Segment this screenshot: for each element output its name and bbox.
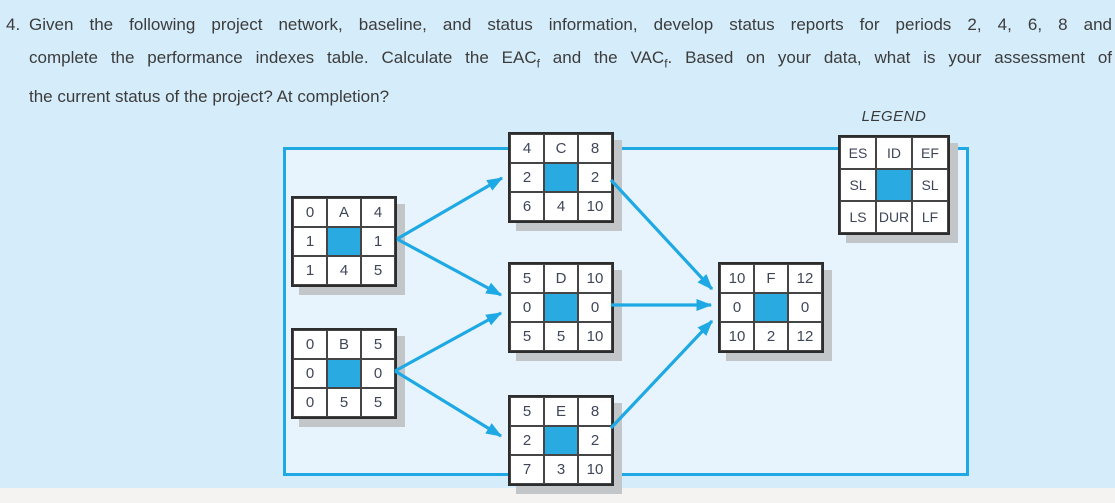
node-cell-ls: 6 <box>510 192 544 221</box>
node-cell-sl: 0 <box>510 293 544 322</box>
node-cell-lf: 12 <box>788 322 822 351</box>
node-cell-es: 0 <box>293 330 327 359</box>
subscript-f: f <box>664 56 668 71</box>
activity-node-D: 5 D 10 0 0 5 5 10 <box>508 262 614 353</box>
node-cell-center <box>544 163 578 192</box>
question-line-2: complete the performance indexes table. … <box>29 48 1112 71</box>
node-cell-sl: 0 <box>788 293 822 322</box>
node-cell-lf: 5 <box>361 256 395 285</box>
node-cell-ls: 5 <box>510 322 544 351</box>
page-bottom-strip <box>0 488 1115 503</box>
legend-cell-lf: LF <box>912 201 948 233</box>
node-cell-ls: 1 <box>293 256 327 285</box>
node-cell-sl: 0 <box>293 359 327 388</box>
node-cell-id: E <box>544 397 578 426</box>
node-cell-ef: 4 <box>361 198 395 227</box>
node-cell-ef: 5 <box>361 330 395 359</box>
node-cell-sl: 2 <box>510 426 544 455</box>
node-cell-es: 4 <box>510 134 544 163</box>
node-cell-lf: 5 <box>361 388 395 417</box>
node-cell-lf: 10 <box>578 455 612 484</box>
node-cell-id: B <box>327 330 361 359</box>
node-cell-lf: 10 <box>578 322 612 351</box>
node-cell-sl: 2 <box>578 426 612 455</box>
node-cell-id: F <box>754 264 788 293</box>
node-cell-dur: 2 <box>754 322 788 351</box>
node-cell-sl: 2 <box>510 163 544 192</box>
node-cell-ls: 10 <box>720 322 754 351</box>
node-cell-id: C <box>544 134 578 163</box>
question-number: 4. <box>6 15 21 34</box>
legend-cell-sl: SL <box>912 169 948 201</box>
node-cell-sl: 0 <box>361 359 395 388</box>
node-cell-dur: 3 <box>544 455 578 484</box>
question-line-3: the current status of the project? At co… <box>29 87 390 107</box>
subscript-f: f <box>536 56 540 71</box>
activity-node-A: 0 A 4 1 1 1 4 5 <box>291 196 397 287</box>
legend-title: LEGEND <box>861 108 927 125</box>
legend-cell-ls: LS <box>840 201 876 233</box>
node-cell-id: A <box>327 198 361 227</box>
node-cell-ef: 12 <box>788 264 822 293</box>
activity-node-C: 4 C 8 2 2 6 4 10 <box>508 132 614 223</box>
legend-cell-dur: DUR <box>876 201 912 233</box>
node-cell-center <box>327 227 361 256</box>
node-cell-dur: 5 <box>327 388 361 417</box>
node-cell-ef: 8 <box>578 134 612 163</box>
node-cell-sl: 1 <box>293 227 327 256</box>
activity-node-E: 5 E 8 2 2 7 3 10 <box>508 395 614 486</box>
legend-cell-ef: EF <box>912 137 948 169</box>
legend-grid: ES ID EF SL SL LS DUR LF <box>838 135 950 235</box>
node-cell-center <box>327 359 361 388</box>
activity-node-F: 10 F 12 0 0 10 2 12 <box>718 262 824 353</box>
node-cell-es: 5 <box>510 397 544 426</box>
node-cell-ls: 7 <box>510 455 544 484</box>
node-cell-ef: 8 <box>578 397 612 426</box>
legend-cell-center <box>876 169 912 201</box>
legend-cell-es: ES <box>840 137 876 169</box>
question-text: 4. Given the following project network, … <box>6 8 1112 113</box>
node-cell-sl: 0 <box>578 293 612 322</box>
legend-cell-sl: SL <box>840 169 876 201</box>
node-cell-sl: 0 <box>720 293 754 322</box>
legend-cell-id: ID <box>876 137 912 169</box>
node-cell-es: 10 <box>720 264 754 293</box>
node-cell-ef: 10 <box>578 264 612 293</box>
node-cell-center <box>544 293 578 322</box>
question-body: Given the following project network, bas… <box>29 8 1112 113</box>
node-cell-sl: 2 <box>578 163 612 192</box>
node-cell-dur: 5 <box>544 322 578 351</box>
node-cell-dur: 4 <box>327 256 361 285</box>
activity-node-B: 0 B 5 0 0 0 5 5 <box>291 328 397 419</box>
node-cell-dur: 4 <box>544 192 578 221</box>
node-cell-center <box>754 293 788 322</box>
node-cell-es: 5 <box>510 264 544 293</box>
node-cell-sl: 1 <box>361 227 395 256</box>
question-line-1: Given the following project network, bas… <box>29 15 1112 34</box>
node-cell-center <box>544 426 578 455</box>
node-cell-id: D <box>544 264 578 293</box>
node-cell-ls: 0 <box>293 388 327 417</box>
node-cell-lf: 10 <box>578 192 612 221</box>
node-cell-es: 0 <box>293 198 327 227</box>
